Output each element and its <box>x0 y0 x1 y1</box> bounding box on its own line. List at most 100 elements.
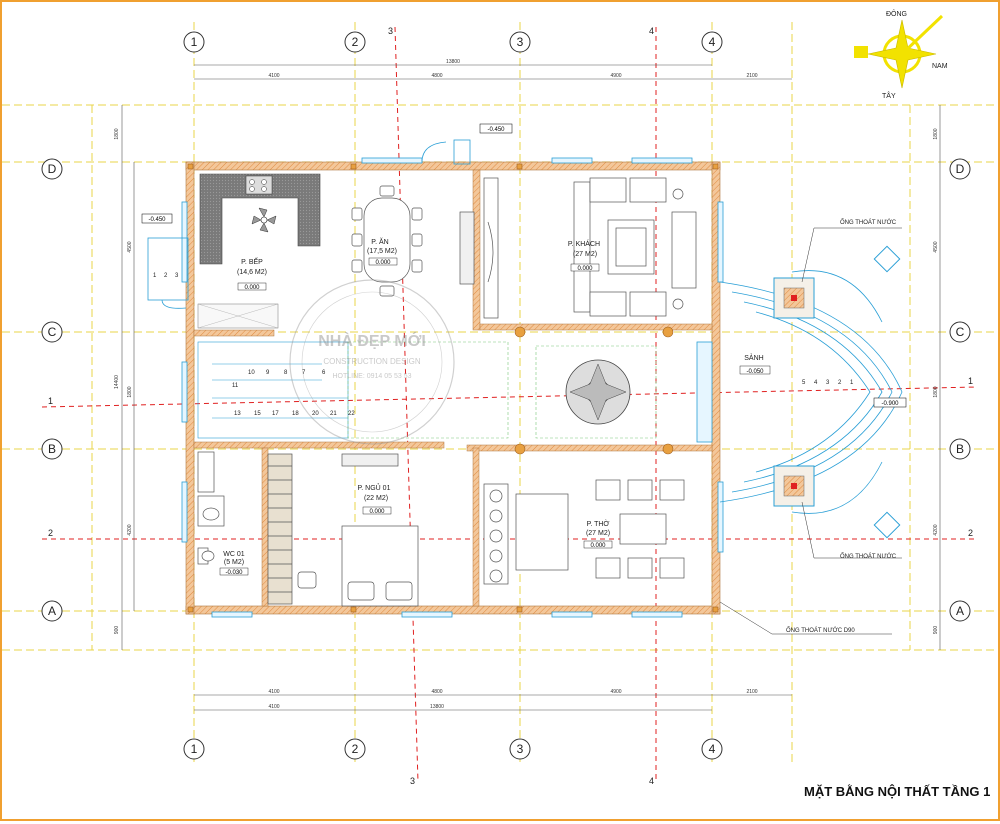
dim-top-total: 13800 <box>446 59 460 65</box>
grid-bubble-col-4-bottom: 4 <box>701 738 723 760</box>
svg-text:D: D <box>956 162 965 176</box>
room-dining-level: 0.000 <box>375 260 391 266</box>
hall-rug <box>347 341 657 439</box>
room-bedroom-name: P. NGỦ 01 <box>358 483 391 492</box>
grid-bubble-row-b-right: B <box>949 438 971 460</box>
svg-text:17: 17 <box>272 411 279 417</box>
section-marks: 1 2 1 2 3 4 3 4 <box>48 26 973 786</box>
room-living-area: (27 M2) <box>573 251 597 258</box>
section-mark-3-bottom: 3 <box>410 776 415 786</box>
watermark-brand: NHÀ ĐẸP MỚI <box>318 331 426 350</box>
svg-text:8: 8 <box>284 370 288 376</box>
grid-bubble-row-c-left: C <box>41 321 63 343</box>
note-drain-bottom: ỐNG THOÁT NƯỚC <box>840 553 897 560</box>
svg-text:A: A <box>956 604 964 618</box>
section-mark-4-top: 4 <box>649 26 654 36</box>
svg-text:B: B <box>956 442 964 456</box>
section-mark-1-left: 1 <box>48 396 53 406</box>
front-step-numbers: 5 4 3 2 1 <box>802 380 854 386</box>
svg-text:2: 2 <box>164 273 168 279</box>
svg-text:A: A <box>48 604 56 618</box>
dim-left-2: 4500 <box>127 241 133 252</box>
svg-text:7: 7 <box>302 370 306 376</box>
grid-bubbles: 1 2 3 4 1 2 3 4 D C B A D C B A <box>41 31 971 760</box>
svg-text:4: 4 <box>814 380 818 386</box>
svg-text:1: 1 <box>191 35 198 49</box>
dim-bottom-3: 4900 <box>610 689 621 695</box>
level-entry-top: -0.450 <box>487 127 505 133</box>
section-mark-2-left: 2 <box>48 528 53 538</box>
room-worship-level: 0.000 <box>590 543 606 549</box>
porch-pillars <box>773 245 901 539</box>
svg-text:3: 3 <box>517 742 524 756</box>
svg-text:6: 6 <box>322 370 326 376</box>
grid-bubble-col-3-top: 3 <box>509 31 531 53</box>
svg-text:3: 3 <box>517 35 524 49</box>
dim-top-2: 4800 <box>431 73 442 79</box>
grid-bubble-col-2-bottom: 2 <box>344 738 366 760</box>
entry-steps <box>147 139 471 309</box>
level-tags: -0.450 -0.450 -0.900 <box>141 123 907 408</box>
svg-text:2: 2 <box>352 35 359 49</box>
svg-text:1: 1 <box>850 380 854 386</box>
grid-bubble-row-a-left: A <box>41 600 63 622</box>
svg-text:3: 3 <box>175 273 179 279</box>
room-lobby-name: SẢNH <box>744 353 763 362</box>
stair-area <box>197 341 349 439</box>
dim-top-4: 2100 <box>746 73 757 79</box>
dim-left-4: 4200 <box>127 524 133 535</box>
svg-text:15: 15 <box>254 411 261 417</box>
windows <box>181 157 724 618</box>
svg-text:2: 2 <box>838 380 842 386</box>
room-labels: P. BẾP (14,6 M2) 0.000 P. ĂN (17,5 M2) 0… <box>219 237 771 576</box>
svg-text:13: 13 <box>234 411 241 417</box>
section-mark-1-right: 1 <box>968 376 973 386</box>
dim-left-5: 900 <box>114 626 120 635</box>
room-kitchen-level: 0.000 <box>244 285 260 291</box>
dim-left-1: 1800 <box>114 128 120 139</box>
dim-right-2: 4500 <box>933 241 939 252</box>
section-mark-3-top: 3 <box>388 26 393 36</box>
section-mark-2-right: 2 <box>968 528 973 538</box>
bedroom-area <box>267 453 419 607</box>
dim-right-5: 900 <box>933 626 939 635</box>
note-drain-top: ỐNG THOÁT NƯỚC <box>840 219 897 226</box>
compass-rose: ĐÔNG NAM TÂY <box>854 9 948 100</box>
svg-text:1: 1 <box>153 273 157 279</box>
grid-bubble-row-d-right: D <box>949 158 971 180</box>
dim-top-3: 4900 <box>610 73 621 79</box>
svg-text:5: 5 <box>802 380 806 386</box>
level-entry-left: -0.450 <box>148 217 166 223</box>
dim-left-total: 14400 <box>114 375 120 389</box>
svg-text:9: 9 <box>266 370 270 376</box>
watermark: NHÀ ĐẸP MỚI CONSTRUCTION DESIGN HOTLINE:… <box>289 279 455 445</box>
room-dining-area: (17,5 M2) <box>367 248 397 255</box>
room-wc-area: (5 M2) <box>224 559 244 566</box>
room-living-level: 0.000 <box>577 266 593 272</box>
svg-text:B: B <box>48 442 56 456</box>
svg-text:C: C <box>956 325 965 339</box>
drawing-title: MẶT BẰNG NỘI THẤT TẦNG 1 <box>804 784 990 799</box>
dim-bottom-2: 4800 <box>431 689 442 695</box>
svg-text:18: 18 <box>292 411 299 417</box>
dim-top-1: 4100 <box>268 73 279 79</box>
dimension-lines <box>121 64 941 711</box>
room-lobby-level: -0.050 <box>746 369 764 375</box>
wc-area <box>197 451 225 565</box>
drain-notes: ỐNG THOÁT NƯỚC ỐNG THOÁT NƯỚC ỐNG THOÁT … <box>719 219 902 635</box>
grid-bubble-row-b-left: B <box>41 438 63 460</box>
svg-text:3: 3 <box>826 380 830 386</box>
room-wc-name: WC 01 <box>223 551 245 558</box>
grid-bubble-col-1-bottom: 1 <box>183 738 205 760</box>
level-stair-front: -0.900 <box>881 401 899 407</box>
ceiling-fan-kitchen <box>251 207 277 233</box>
dim-bottom-4: 2100 <box>746 689 757 695</box>
svg-text:20: 20 <box>312 411 319 417</box>
stair-step-numbers: 11 10 9 8 7 6 13 15 17 18 20 21 22 1 2 3 <box>153 273 355 417</box>
svg-text:2: 2 <box>352 742 359 756</box>
grid-bubble-col-4-top: 4 <box>701 31 723 53</box>
compass-north: ĐÔNG <box>886 9 907 18</box>
compass-east: NAM <box>932 63 948 70</box>
room-bedroom-level: 0.000 <box>369 509 385 515</box>
